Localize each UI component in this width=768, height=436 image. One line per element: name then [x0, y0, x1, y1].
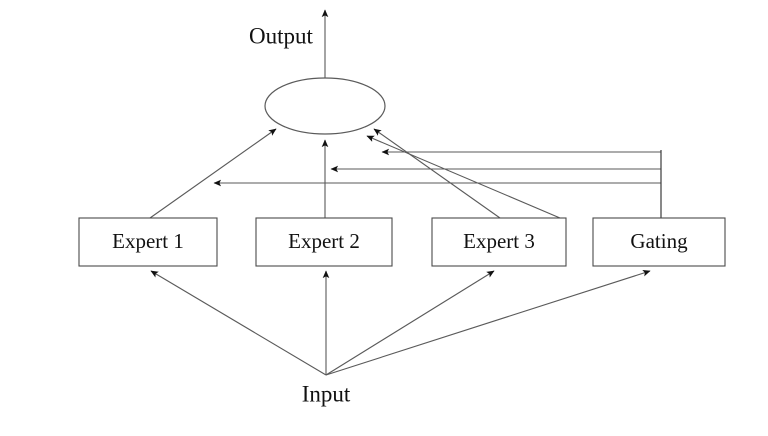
edge-input-to-gating: [325, 270, 651, 376]
output-label: Output: [249, 23, 314, 48]
edge-gating-to-combiner: [366, 135, 561, 219]
edge-input-to-expert3: [325, 270, 495, 376]
expert-2-node[interactable]: Expert 2: [255, 217, 393, 267]
expert-to-combiner-edges: [149, 128, 561, 219]
expert-3-label: Expert 3: [463, 229, 535, 253]
expert-1-box[interactable]: [78, 217, 218, 267]
edge-expert3-to-combiner: [373, 128, 501, 219]
edge-input-to-expert1: [150, 270, 327, 376]
expert-1-node[interactable]: Expert 1: [78, 217, 218, 267]
expert-2-box[interactable]: [255, 217, 393, 267]
expert-3-box[interactable]: [431, 217, 567, 267]
expert-1-label: Expert 1: [112, 229, 184, 253]
combiner-ellipse[interactable]: [264, 77, 386, 135]
expert-2-label: Expert 2: [288, 229, 360, 253]
gating-box[interactable]: [592, 217, 726, 267]
gating-node[interactable]: Gating: [592, 217, 726, 267]
gating-weight-edges: [213, 148, 662, 218]
input-fanout-edges: [150, 270, 651, 376]
edge-expert1-to-combiner: [149, 128, 277, 219]
gating-label: Gating: [630, 229, 688, 253]
input-label: Input: [302, 381, 351, 406]
expert-3-node[interactable]: Expert 3: [431, 217, 567, 267]
